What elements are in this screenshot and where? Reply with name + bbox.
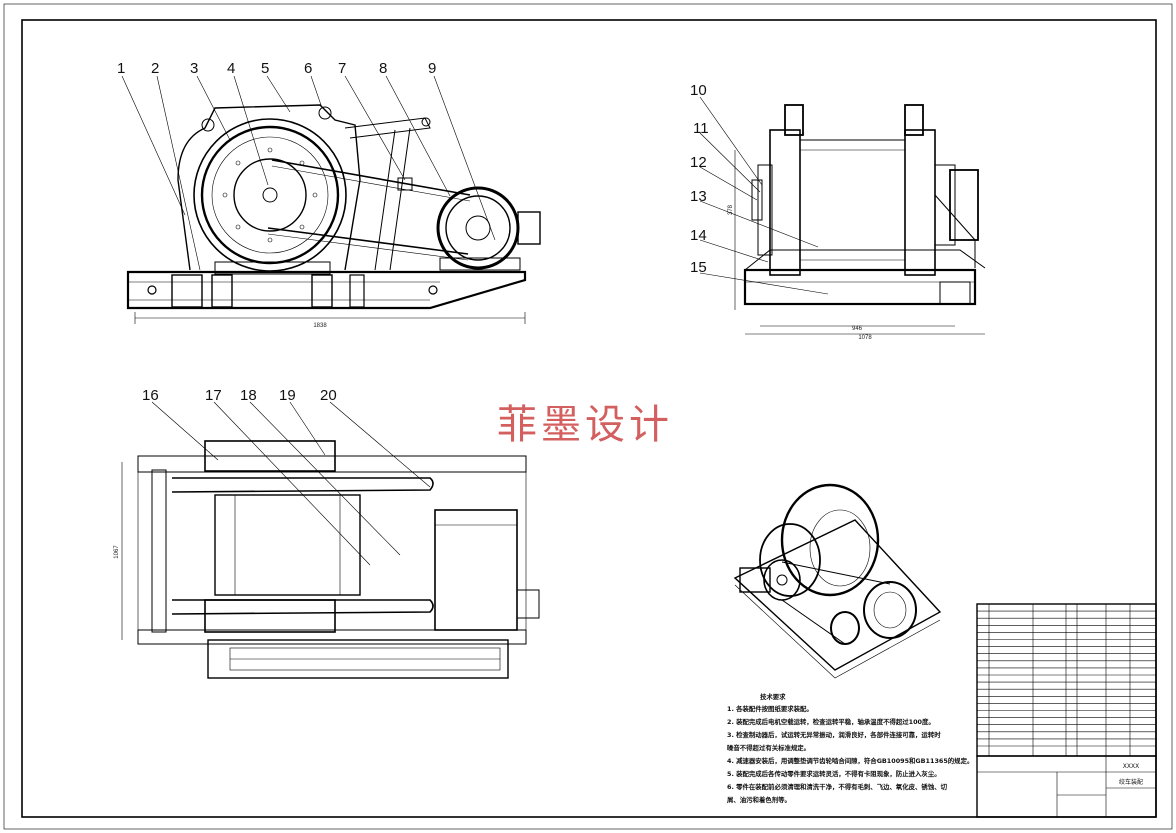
dim-side-outer: 1078 [858, 335, 872, 341]
callout-14: 14 [690, 227, 707, 244]
tech-line-8: 屑、油污和着色剂等。 [726, 795, 791, 804]
dim-front-width: 1838 [313, 323, 327, 329]
callout-18: 18 [240, 387, 257, 404]
callout-7: 7 [338, 60, 346, 77]
tech-line-7: 6. 零件在装配前必须清理和清洗干净，不得有毛刺、飞边、氧化皮、锈蚀、切 [727, 782, 948, 791]
callout-8: 8 [379, 60, 387, 77]
callout-11: 11 [693, 120, 709, 137]
callout-leaders [121, 75, 829, 566]
callout-17: 17 [205, 387, 222, 404]
callout-16: 16 [142, 387, 159, 404]
tech-title: 技术要求 [760, 692, 786, 701]
tech-line-5: 4. 减速器安装后，用调整垫调节齿轮啮合间隙，符合GB10095和GB11365… [727, 756, 973, 765]
tech-line-6: 5. 装配完成后各传动零件要求运转灵活，不得有卡阻现象，防止进入灰尘。 [727, 769, 941, 778]
callout-5: 5 [261, 60, 269, 77]
bom-table: XXXX 绞车装配 [976, 603, 1157, 818]
side-view: 378 946 1078 [728, 104, 986, 341]
callout-1: 1 [117, 60, 125, 77]
callout-9: 9 [428, 60, 436, 77]
dim-top-height: 1067 [114, 545, 120, 559]
callout-20: 20 [320, 387, 337, 404]
outer-border [3, 3, 1173, 830]
dim-side-inner: 946 [852, 326, 863, 332]
iso-view [733, 483, 942, 679]
tech-line-1: 1. 各装配件按图纸要求装配。 [727, 704, 813, 713]
inner-border [21, 19, 1157, 818]
callout-4: 4 [227, 60, 235, 77]
watermark-text: 菲墨设计 [497, 402, 673, 448]
callout-3: 3 [190, 60, 198, 77]
callout-19: 19 [279, 387, 296, 404]
callout-15: 15 [690, 259, 707, 276]
front-view: 1838 [126, 104, 541, 329]
callout-10: 10 [690, 82, 707, 99]
callout-2: 2 [151, 60, 159, 77]
tech-line-4: 噪音不得超过有关标准规定。 [727, 743, 810, 752]
callout-6: 6 [304, 60, 312, 77]
dim-side-height: 378 [728, 204, 734, 215]
callout-13: 13 [690, 188, 707, 205]
title-block-code: XXXX [1123, 763, 1139, 770]
technical-requirements: 技术要求 1. 各装配件按图纸要求装配。 2. 装配完成后电机空载运转，检查运转… [726, 692, 973, 804]
title-block-name: 绞车装配 [1119, 778, 1143, 786]
callout-12: 12 [690, 154, 707, 171]
tech-line-3: 3. 检查制动器后，试运转无异常振动，润滑良好，各部件连接可靠，运转时 [727, 730, 941, 739]
tech-line-2: 2. 装配完成后电机空载运转，检查运转平稳，轴承温度不得超过100度。 [727, 717, 935, 726]
top-view: 1067 [114, 440, 540, 679]
